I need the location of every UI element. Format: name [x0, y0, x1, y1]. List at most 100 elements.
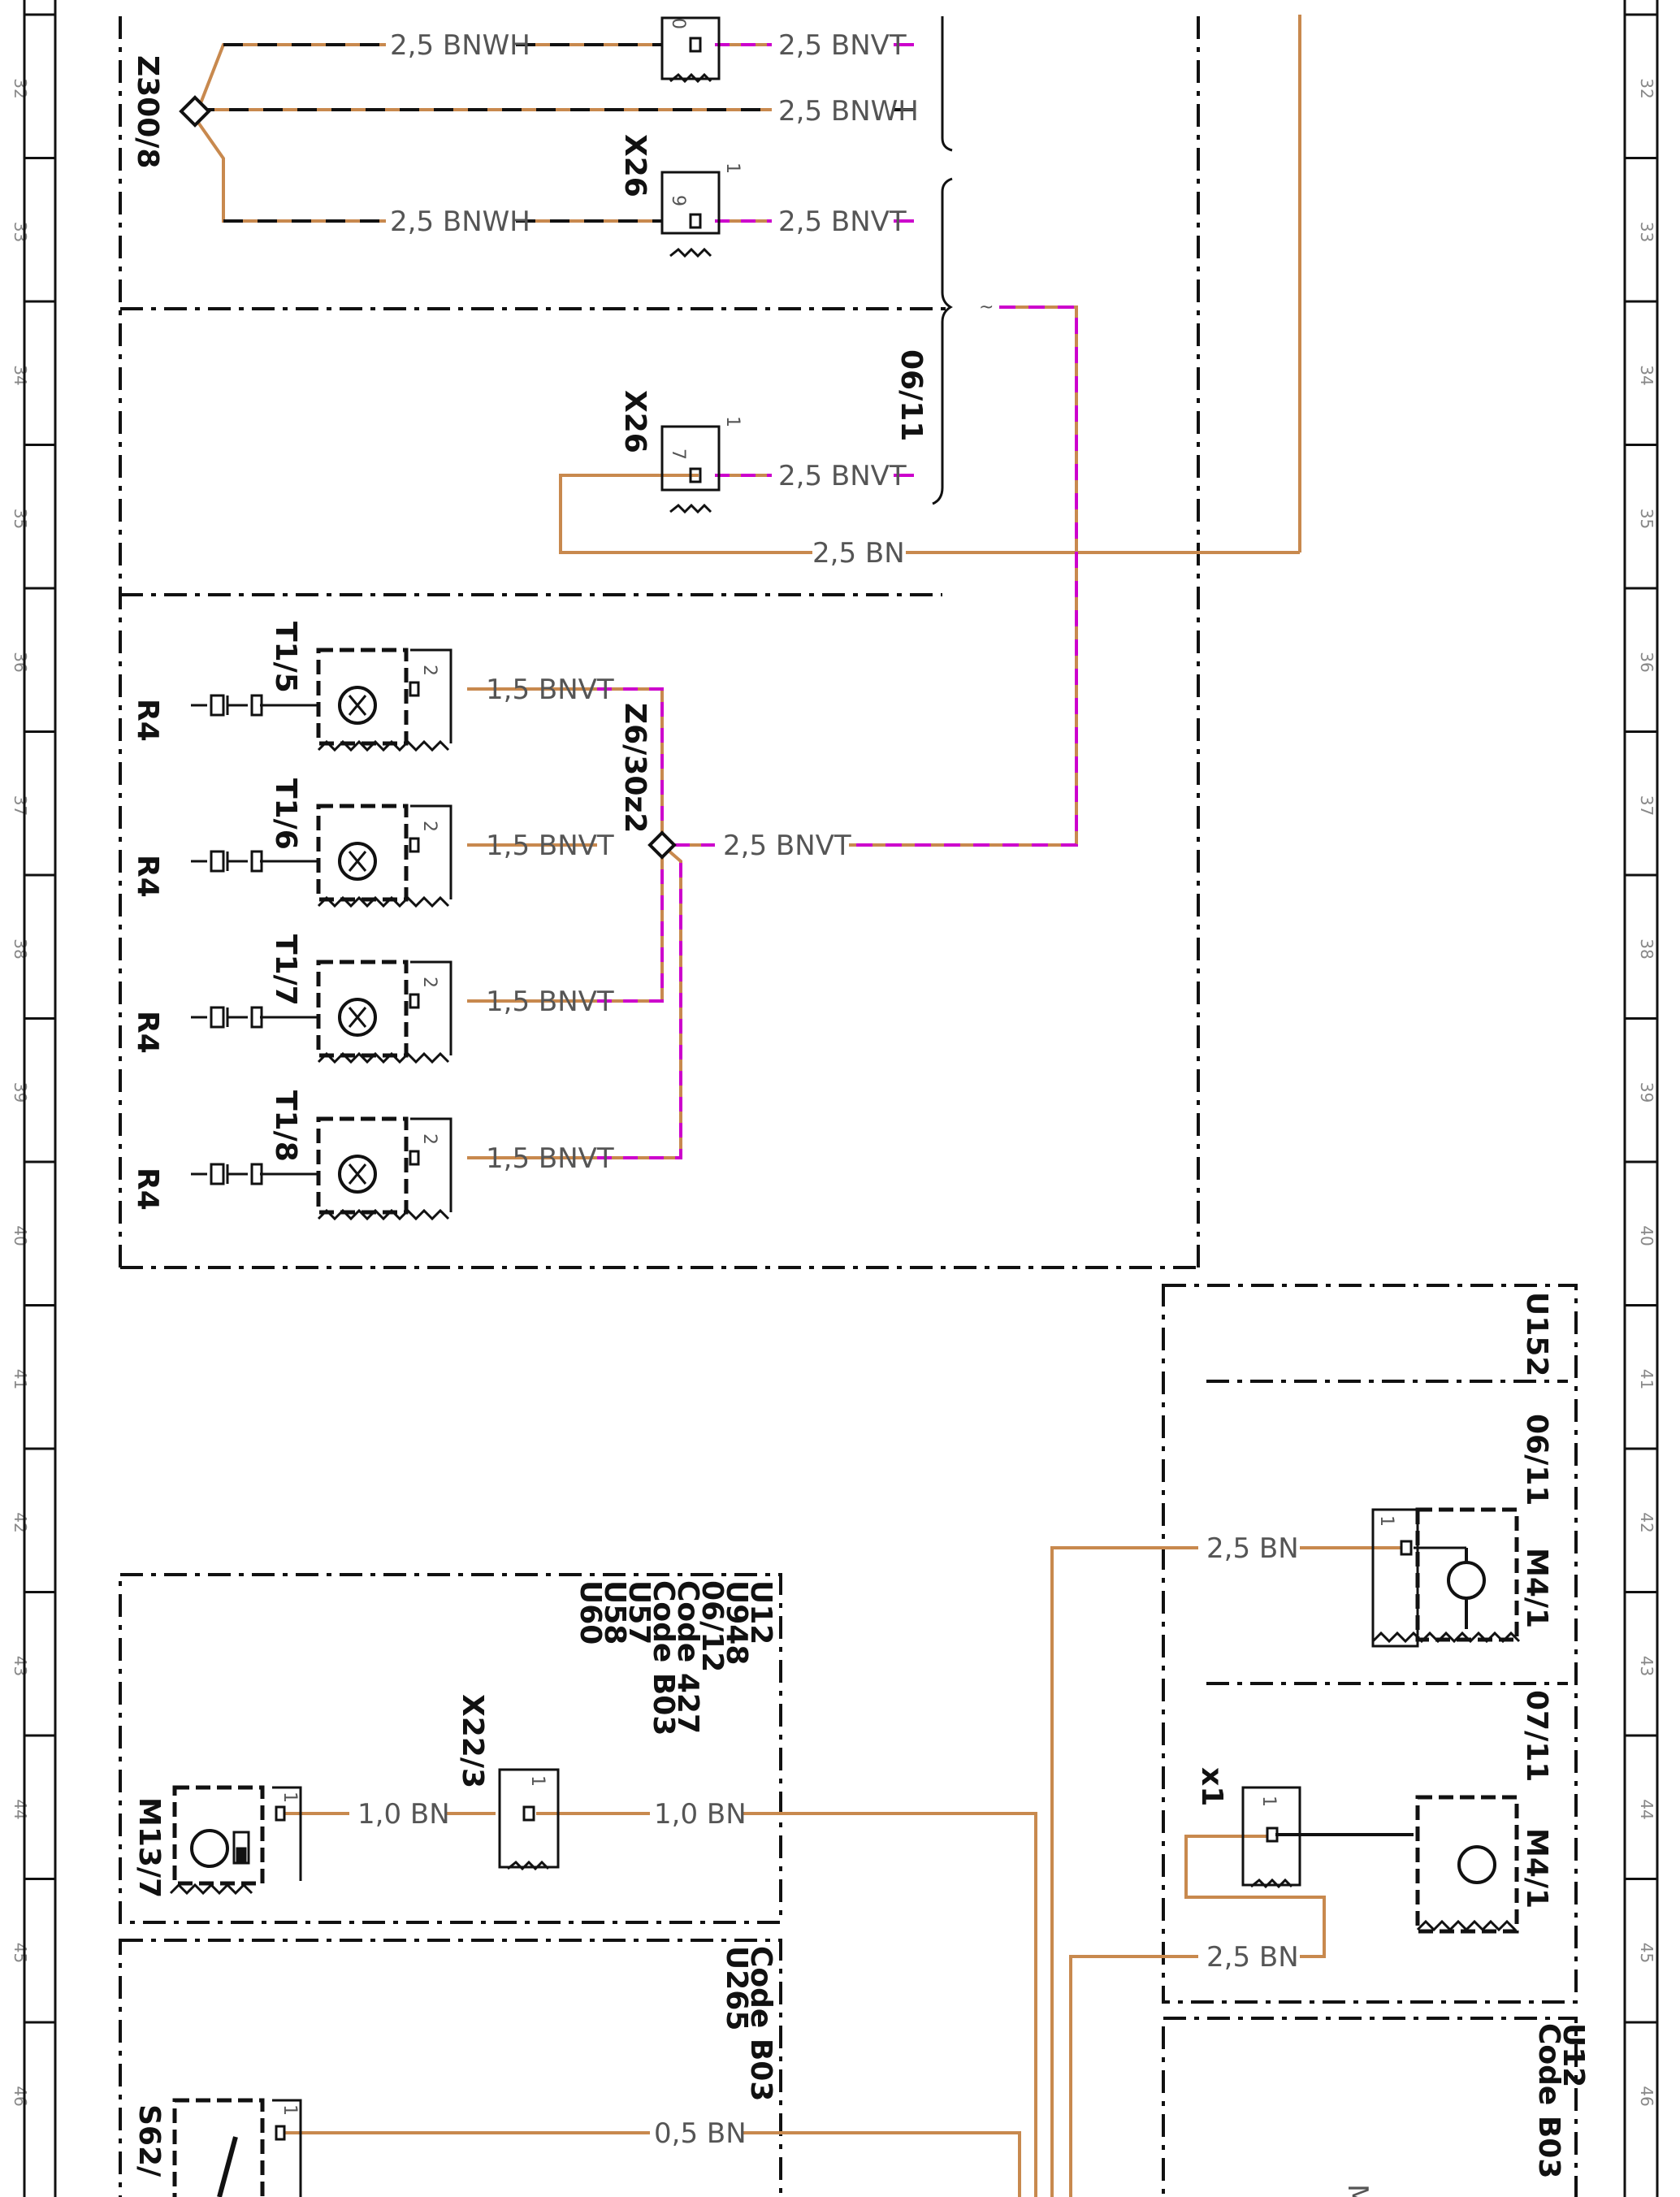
- grid-row-label: 43: [1637, 1656, 1656, 1676]
- wire-label-15bnvt-1: 1,5 BNVT: [486, 674, 614, 706]
- grid-row-label: 39: [11, 1082, 30, 1103]
- u12-block-label: 06/12: [695, 1580, 729, 1672]
- wire-label-bn-1: 2,5 BN: [812, 537, 905, 570]
- grid-row-label: 32: [11, 78, 30, 98]
- z300-wires: [179, 43, 772, 223]
- tag-x1: x1: [1195, 1767, 1228, 1806]
- u12-block-label: U948: [720, 1580, 753, 1665]
- temperature-sensor-icon: [191, 1116, 452, 1221]
- tag-m41-a: M4/1: [1520, 1548, 1553, 1628]
- pin-2: 2: [419, 1133, 439, 1145]
- wire-label-bn-2: 2,5 BN: [1206, 1532, 1299, 1565]
- tilde-mark: ~: [979, 297, 994, 318]
- wire-label-bnvt-1: 2,5 BNVT: [778, 29, 907, 62]
- frame-u12-bottom: [1162, 2017, 1578, 2197]
- pin-numbers: 0 1 9 1 7 1 1 1 1 1: [279, 18, 1396, 2116]
- u12-block-label: U60: [574, 1580, 607, 1644]
- grid-row-label: 43: [11, 1656, 30, 1676]
- grid-row-label: 37: [1637, 795, 1656, 816]
- tag-z300: Z300/8: [131, 55, 164, 168]
- pin-2: 2: [419, 821, 439, 832]
- x26-connector-1-icon: [660, 16, 721, 80]
- x26-connectors: [660, 16, 721, 514]
- tag-m41-b: M4/1: [1520, 1828, 1553, 1909]
- bnvt-bus: [849, 306, 1078, 847]
- grid-row-label: 36: [11, 652, 30, 672]
- z6-network: [467, 687, 715, 1159]
- u12-block-label: U57: [622, 1580, 656, 1644]
- grid-row-label: 39: [1637, 1082, 1656, 1103]
- wire-label-15bnvt-2: 1,5 BNVT: [486, 830, 614, 862]
- pin-2: 2: [419, 977, 439, 988]
- m41-motor-b-icon: [1241, 1786, 1519, 1934]
- tag-t18: T1/8: [269, 1090, 302, 1162]
- grid-row-label: 37: [11, 795, 30, 816]
- wire-label-bnvt-4: 2,5 BNVT: [723, 830, 851, 862]
- u12-block-label: U12: [744, 1580, 777, 1644]
- grid-row-label: 34: [11, 365, 30, 385]
- tag-t15: T1/5: [269, 622, 302, 693]
- tag-x26-a: X26: [618, 134, 652, 197]
- grid-row-label: 44: [11, 1799, 30, 1819]
- u12-wires: [284, 1546, 1414, 2197]
- component-tags: Z300/8 X26 X26 06/11 Z6/30z2 T1/5 T1/6 T…: [131, 55, 1553, 2197]
- pin-1-x1: 1: [1258, 1796, 1279, 1807]
- grid-row-label: 40: [11, 1225, 30, 1246]
- u12-block-label: U58: [598, 1580, 631, 1644]
- grid-row-label: 36: [1637, 652, 1656, 672]
- grid-row-label: 38: [1637, 938, 1656, 959]
- u265-block-label: U265: [720, 1946, 753, 2030]
- frame-u12: [119, 1573, 782, 1924]
- frame-u152: [1162, 1284, 1578, 2004]
- temperature-sensor-icon: [191, 960, 452, 1064]
- tag-u152: U152: [1520, 1292, 1553, 1376]
- grid-row-label: 40: [1637, 1225, 1656, 1246]
- grid-row-label: 42: [1637, 1512, 1656, 1532]
- tag-r4-3: R4: [131, 1011, 164, 1054]
- grid-row-label: 32: [1637, 78, 1656, 98]
- grid-row-label: 41: [1637, 1369, 1656, 1389]
- tag-t17: T1/7: [269, 934, 302, 1006]
- splice-z6-icon: [647, 830, 677, 860]
- wire-label-15bnvt-4: 1,5 BNVT: [486, 1142, 614, 1175]
- pin-1-a: 1: [722, 162, 743, 174]
- tag-r4-4: R4: [131, 1168, 164, 1211]
- pin-1-m41: 1: [1376, 1515, 1396, 1527]
- x26-connector-3-icon: [660, 425, 721, 492]
- wire-label-05bn: 0,5 BN: [654, 2117, 747, 2150]
- pin-7: 7: [668, 448, 688, 460]
- tag-t16: T1/6: [269, 778, 302, 850]
- wire-label-bnwh-2: 2,5 BNWH: [778, 95, 919, 128]
- sensor-group: 2 2 2 2: [191, 648, 452, 1221]
- tag-s62: S62/: [132, 2104, 166, 2178]
- grid-row-label: 46: [1637, 2086, 1656, 2106]
- temperature-sensor-icon: [191, 648, 452, 752]
- grid-row-label: 34: [1637, 365, 1656, 385]
- pin-0: 0: [668, 18, 688, 29]
- tag-ref-0611-b: 06/11: [1520, 1414, 1553, 1506]
- grid-row-label: 33: [11, 222, 30, 242]
- frames: [119, 16, 1578, 2197]
- pin-1-m13: 1: [279, 1792, 300, 1803]
- frame-u265: [119, 1939, 782, 2197]
- pin-1-x22: 1: [527, 1775, 548, 1787]
- u12-block-label: Code 427: [671, 1580, 704, 1734]
- temperature-sensor-icon: [191, 804, 452, 908]
- wire-label-bnwh-1: 2,5 BNWH: [390, 29, 530, 62]
- s62-switch-icon: [172, 2098, 302, 2197]
- grid-row-label: 44: [1637, 1799, 1656, 1819]
- pin-1-s62: 1: [279, 2104, 300, 2116]
- u12-bottom-block-label: Code B03: [1532, 2023, 1565, 2178]
- pin-9: 9: [668, 195, 688, 206]
- grid-row-label: 41: [11, 1369, 30, 1389]
- x26-connector-2-icon: [660, 171, 721, 235]
- grid-row-label: 42: [11, 1512, 30, 1532]
- wire-label-15bnvt-3: 1,5 BNVT: [486, 986, 614, 1018]
- pin-2: 2: [419, 665, 439, 676]
- wire-label-10bn-2: 1,0 BN: [654, 1798, 747, 1831]
- grid-row-label: 46: [11, 2086, 30, 2106]
- grid-row-label: 35: [11, 509, 30, 529]
